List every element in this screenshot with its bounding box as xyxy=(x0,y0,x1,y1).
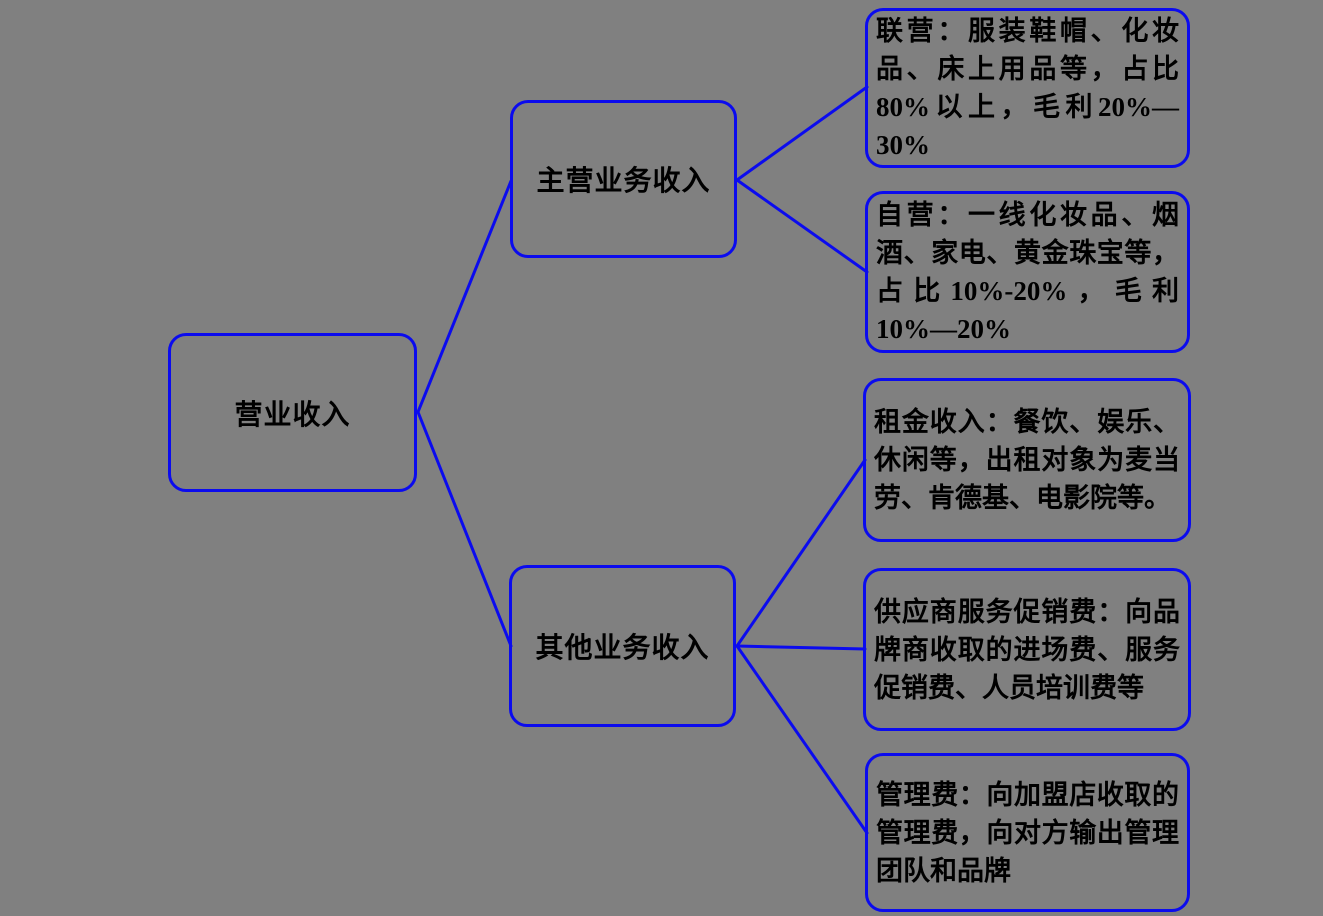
leaf-joint-operation-label: 联营：服装鞋帽、化妆品、床上用品等，占比80%以上，毛利20%—30% xyxy=(876,16,1179,160)
edge-main-to-leaf-1 xyxy=(735,178,869,274)
leaf-supplier-service-fee: 供应商服务促销费：向品牌商收取的进场费、服务促销费、人员培训费等 xyxy=(863,568,1191,731)
node-operating-revenue-label: 营业收入 xyxy=(234,399,351,431)
node-main-business-revenue: 主营业务收入 xyxy=(510,100,737,258)
leaf-management-fee-label: 管理费：向加盟店收取的管理费，向对方输出管理团队和品牌 xyxy=(876,779,1179,886)
node-operating-revenue: 营业收入 xyxy=(168,333,417,492)
edge-other-to-leaf-2 xyxy=(735,458,867,648)
leaf-rental-income: 租金收入：餐饮、娱乐、休闲等，出租对象为麦当劳、肯德基、电影院等。 xyxy=(863,378,1191,542)
node-other-business-revenue: 其他业务收入 xyxy=(509,565,736,727)
edge-other-to-leaf-3 xyxy=(735,644,867,651)
edge-other-to-leaf-4 xyxy=(735,644,869,835)
node-other-business-revenue-label: 其他业务收入 xyxy=(535,633,710,664)
leaf-self-operation: 自营：一线化妆品、烟酒、家电、黄金珠宝等，占比10%-20%，毛利10%—20% xyxy=(865,191,1190,353)
leaf-supplier-service-fee-label: 供应商服务促销费：向品牌商收取的进场费、服务促销费、人员培训费等 xyxy=(874,596,1180,703)
leaf-self-operation-label: 自营：一线化妆品、烟酒、家电、黄金珠宝等，占比10%-20%，毛利10%—20% xyxy=(876,200,1179,344)
edge-main-to-leaf-0 xyxy=(735,85,869,182)
node-main-business-revenue-label: 主营业务收入 xyxy=(536,166,711,197)
leaf-management-fee: 管理费：向加盟店收取的管理费，向对方输出管理团队和品牌 xyxy=(865,753,1190,912)
edge-root-to-other xyxy=(416,410,513,648)
leaf-rental-income-label: 租金收入：餐饮、娱乐、休闲等，出租对象为麦当劳、肯德基、电影院等。 xyxy=(874,407,1180,513)
leaf-joint-operation: 联营：服装鞋帽、化妆品、床上用品等，占比80%以上，毛利20%—30% xyxy=(865,8,1190,168)
edge-root-to-main xyxy=(416,179,513,414)
